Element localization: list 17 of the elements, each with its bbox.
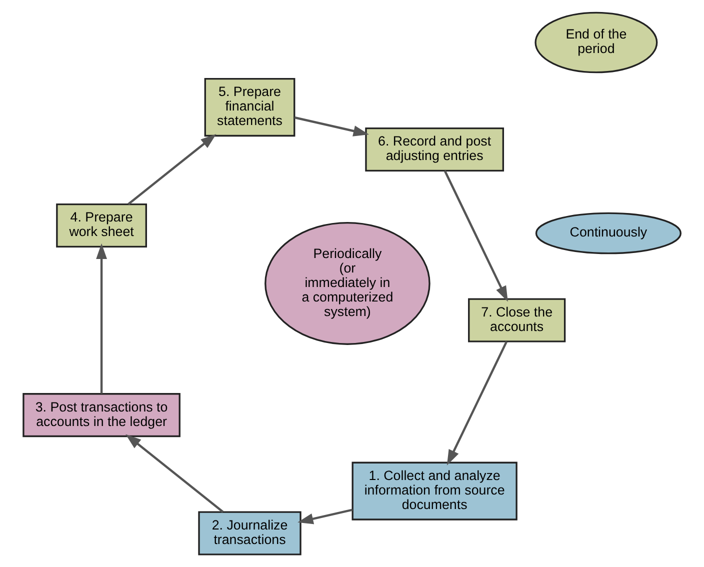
node-box: 3. Post transactions to accounts in the ledger [22,393,180,438]
node-box: 5. Prepare financial statements [204,78,296,137]
arrow [298,508,353,524]
node-box: 7. Close the accounts [468,298,566,342]
node-ellipse: Periodically (or immediately in a computerized system) [264,222,430,345]
node-box: 1. Collect and analyze information from source documents [352,462,518,520]
arrow [446,341,508,466]
node-box: 2. Journalize transactions [198,511,302,556]
node-box: 4. Prepare work sheet [56,203,147,248]
arrow [128,134,216,205]
arrow [444,170,508,302]
node-ellipse: Continuously [535,212,682,254]
node-ellipse: End of the period [534,12,658,74]
node-box: 6. Record and post adjusting entries [365,127,504,172]
arrow [294,116,370,136]
arrow [126,434,224,513]
arrow [96,243,108,394]
